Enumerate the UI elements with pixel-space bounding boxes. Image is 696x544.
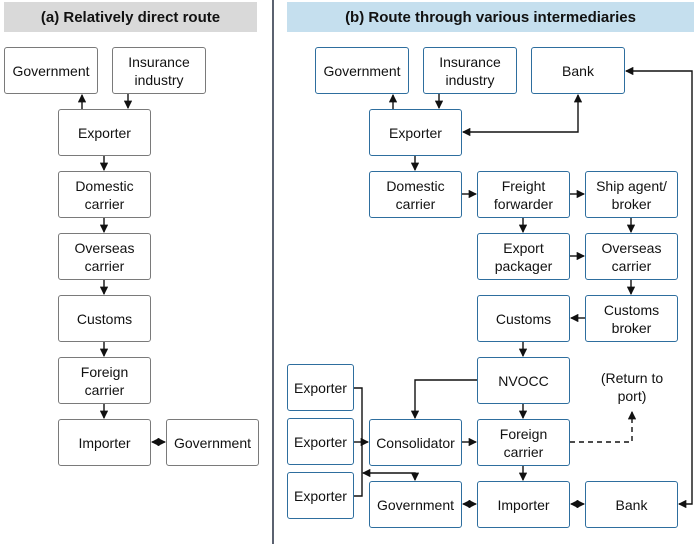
a-foreign-carrier-box: Foreign carrier xyxy=(58,357,151,404)
a-government2-box: Government xyxy=(166,419,259,466)
b-domestic-carrier-box: Domestic carrier xyxy=(369,171,462,218)
a-government-box: Government xyxy=(4,47,98,94)
panel-a-title: (a) Relatively direct route xyxy=(4,2,257,32)
a-domestic-carrier-box: Domestic carrier xyxy=(58,171,151,218)
b-exporter1-box: Exporter xyxy=(287,364,354,411)
a-importer-box: Importer xyxy=(58,419,151,466)
a-overseas-carrier-box: Overseas carrier xyxy=(58,233,151,280)
b-importer-box: Importer xyxy=(477,481,570,528)
b-exporter-box: Exporter xyxy=(369,109,462,156)
b-arrow-bank2-bank xyxy=(624,66,693,509)
b-bank-box: Bank xyxy=(531,47,625,94)
b-freight-forwarder-box: Freight forwarder xyxy=(477,171,570,218)
a-exporter-box: Exporter xyxy=(58,109,151,156)
b-arrow-nvocc-consolidator xyxy=(410,379,477,420)
a-insurance-box: Insurance industry xyxy=(112,47,206,94)
b-exporter3-box: Exporter xyxy=(287,472,354,519)
b-nvocc-box: NVOCC xyxy=(477,357,570,404)
b-arrow-bus-government xyxy=(361,468,420,482)
panel-b-title: (b) Route through various intermediaries xyxy=(287,2,694,32)
b-arrow-return-to-port xyxy=(570,410,637,443)
b-consolidator-box: Consolidator xyxy=(369,419,462,466)
b-government-box: Government xyxy=(315,47,409,94)
b-insurance-box: Insurance industry xyxy=(423,47,517,94)
b-export-packager-box: Export packager xyxy=(477,233,570,280)
panel-divider xyxy=(272,0,274,544)
a-customs-box: Customs xyxy=(58,295,151,342)
b-customs-box: Customs xyxy=(477,295,570,342)
b-exporter2-box: Exporter xyxy=(287,418,354,465)
b-foreign-carrier-box: Foreign carrier xyxy=(477,419,570,466)
b-arrow-exporter-bank xyxy=(461,93,583,137)
b-government2-box: Government xyxy=(369,481,462,528)
